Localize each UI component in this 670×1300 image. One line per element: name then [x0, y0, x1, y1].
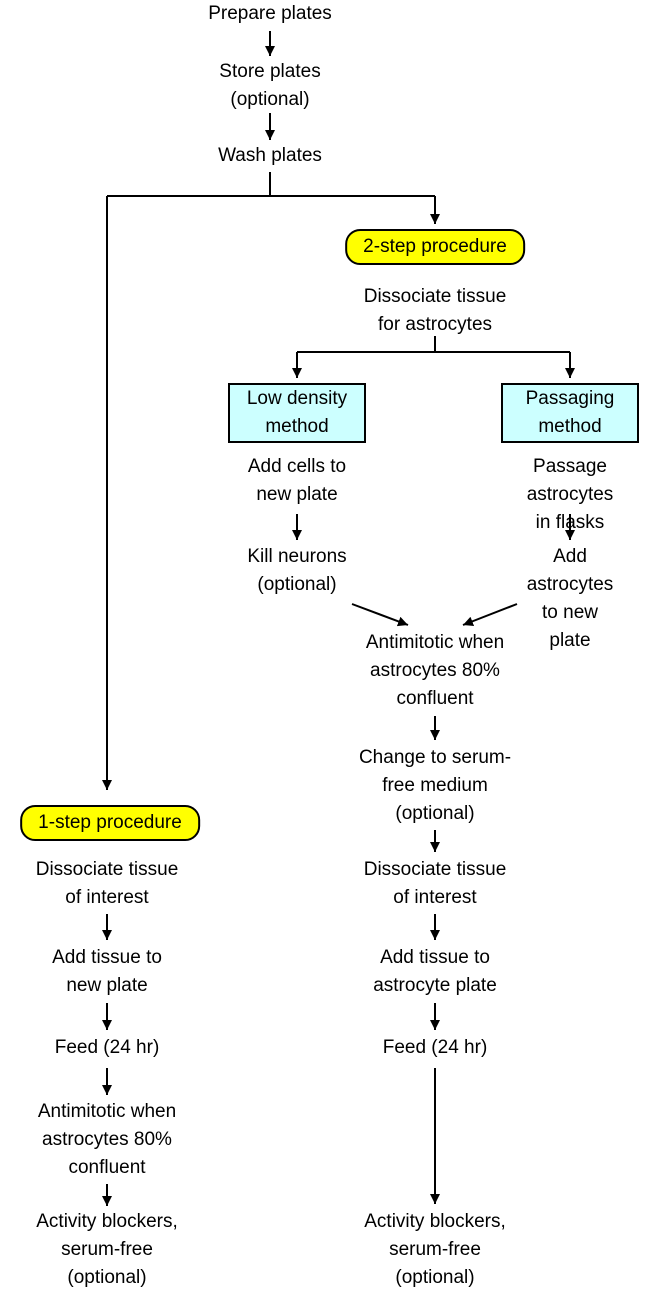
- step-serum-free-medium: Change to serum- free medium (optional): [358, 747, 512, 824]
- step-one-dissociate: Dissociate tissue of interest: [35, 859, 179, 908]
- step-add-cells: Add cells to new plate: [247, 456, 347, 505]
- step-add-astrocytes: Add astrocytes to new plate: [526, 546, 614, 651]
- low-density-method-box: Low density method: [228, 383, 366, 443]
- step-two-activity-blockers: Activity blockers, serum-free (optional): [364, 1211, 506, 1288]
- step-two-antimitotic: Antimitotic when astrocytes 80% confluen…: [365, 632, 505, 709]
- step-wash-plates: Wash plates: [218, 145, 322, 166]
- arrow-kill-to-antimitotic: [351, 603, 409, 627]
- step-one-activity-blockers: Activity blockers, serum-free (optional): [36, 1211, 178, 1288]
- two-step-procedure-label: 2-step procedure: [345, 229, 525, 265]
- step-two-add-tissue: Add tissue to astrocyte plate: [373, 947, 497, 996]
- step-one-feed: Feed (24 hr): [54, 1037, 160, 1058]
- step-one-add-tissue: Add tissue to new plate: [52, 947, 162, 996]
- step-kill-neurons: Kill neurons (optional): [247, 546, 347, 595]
- step-store-plates: Store plates (optional): [219, 61, 321, 110]
- step-prepare-plates: Prepare plates: [208, 3, 332, 24]
- step-passage-astrocytes: Passage astrocytes in flasks: [526, 456, 614, 533]
- step-dissociate-for-astrocytes: Dissociate tissue for astrocytes: [363, 286, 507, 335]
- step-two-feed: Feed (24 hr): [382, 1037, 488, 1058]
- step-one-antimitotic: Antimitotic when astrocytes 80% confluen…: [37, 1101, 177, 1178]
- one-step-procedure-label: 1-step procedure: [20, 805, 200, 841]
- step-two-dissociate-interest: Dissociate tissue of interest: [363, 859, 507, 908]
- arrow-add-astro-to-antimitotic: [462, 603, 518, 627]
- passaging-method-box: Passaging method: [501, 383, 639, 443]
